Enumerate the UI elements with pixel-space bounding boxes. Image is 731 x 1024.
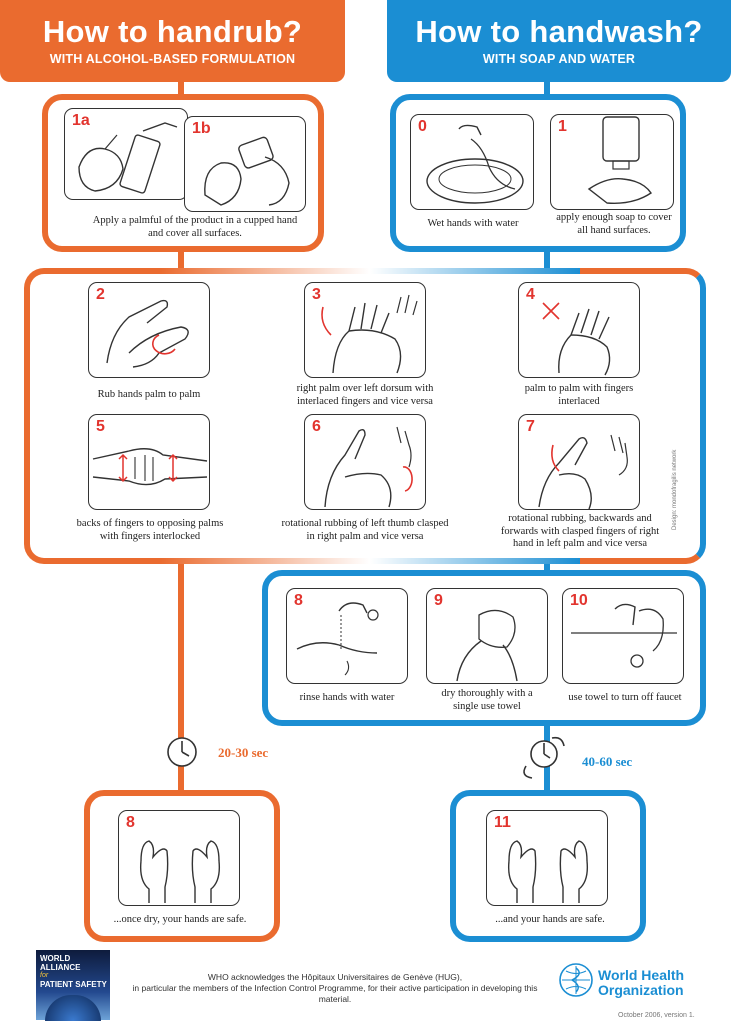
step-number: 2: [96, 286, 105, 303]
handrub-connector-top: [178, 82, 184, 96]
step-number: 7: [526, 418, 535, 435]
step-number: 1b: [192, 120, 211, 137]
hand-icon: [92, 448, 208, 486]
hand-icon: [106, 299, 189, 368]
step-9-card: 9: [426, 588, 548, 684]
handrub-subtitle: WITH ALCOHOL-BASED FORMULATION: [49, 52, 296, 66]
faucet-icon: [426, 124, 524, 204]
shared-frame-gradient-top: [160, 268, 580, 274]
hand-icon: [139, 840, 221, 903]
step-10-caption: use towel to turn off faucet: [568, 692, 682, 703]
step-11-caption: ...and your hands are safe.: [495, 914, 605, 925]
hand-icon: [542, 302, 611, 376]
hand-icon: [324, 426, 413, 508]
alliance-for: for: [40, 972, 49, 979]
step-number: 11: [494, 814, 511, 831]
step-1b-card: 1b: [184, 116, 306, 212]
who-emblem-icon: [559, 963, 593, 997]
ack-line-2: in particular the members of the Infecti…: [132, 983, 538, 1004]
step-number: 5: [96, 418, 105, 435]
step-8-dry-card: 8: [118, 810, 240, 906]
handwash-connector-mid: [544, 250, 550, 272]
step-8-rinse-caption: rinse hands with water: [299, 692, 395, 703]
step-1-caption: apply enough soap to cover all hand surf…: [556, 212, 672, 236]
hand-icon: [456, 609, 518, 682]
who-name: World Health Organization: [598, 968, 684, 998]
version-note: October 2006, version 1.: [618, 1012, 695, 1019]
patient-safety-logo: WORLD ALLIANCE for PATIENT SAFETY: [36, 950, 110, 1021]
handrub-connector-mid: [178, 250, 184, 272]
rotation-arrow-icon: [551, 444, 560, 472]
handrub-duration: 20-30 sec: [218, 745, 269, 760]
step-number: 1a: [72, 112, 90, 129]
step-number: 3: [312, 286, 321, 303]
step-number: 9: [434, 592, 443, 609]
alliance-line1: WORLD ALLIANCE: [40, 954, 81, 972]
hand-icon: [78, 122, 178, 194]
cross-arrow-icon: [542, 302, 560, 320]
step-5-card: 5: [88, 414, 210, 510]
step-4-card: 4: [518, 282, 640, 378]
step-8-rinse-card: 8: [286, 588, 408, 684]
handrub-connector-long: [178, 560, 184, 794]
step-4-caption: palm to palm with fingers interlaced: [524, 383, 634, 407]
faucet-icon: [296, 602, 379, 676]
alliance-line2: PATIENT SAFETY: [40, 980, 107, 989]
hand-icon: [321, 294, 418, 374]
handwash-duration: 40-60 sec: [582, 754, 633, 769]
step-number: 8: [294, 592, 303, 609]
handwash-connector-a: [544, 560, 550, 574]
rotation-arrow-icon: [402, 466, 413, 492]
rotation-arrow-icon: [152, 334, 176, 355]
who-line-1: World Health: [598, 967, 685, 983]
step-11-card: 11: [486, 810, 608, 906]
step-2-caption: Rub hands palm to palm: [97, 389, 201, 400]
shared-frame-gradient-bottom: [160, 558, 580, 564]
handrub-title: How to handrub?: [42, 14, 303, 49]
who-line-2: Organization: [598, 982, 684, 998]
hand-icon: [507, 840, 589, 903]
acknowledgement: WHO acknowledges the Hôpitaux Universita…: [120, 972, 550, 1005]
step-1ab-caption: Apply a palmful of the product in a cupp…: [92, 215, 298, 239]
step-6-card: 6: [304, 414, 426, 510]
step-6-caption: rotational rubbing of left thumb clasped…: [281, 518, 449, 542]
step-number: 10: [570, 592, 588, 609]
step-1a-card: 1a: [64, 108, 188, 200]
step-7-card: 7: [518, 414, 640, 510]
earth-image: [45, 995, 101, 1021]
step-9-caption: dry thoroughly with a single use towel: [441, 688, 533, 712]
updown-arrow-icon: [118, 453, 128, 483]
handwash-title: How to handwash?: [415, 14, 703, 49]
handrub-header: How to handrub? WITH ALCOHOL-BASED FORMU…: [0, 0, 345, 82]
step-3-card: 3: [304, 282, 426, 378]
handwash-subtitle: WITH SOAP AND WATER: [482, 52, 636, 66]
rotation-arrow-icon: [321, 306, 332, 336]
step-8-dry-caption: ...once dry, your hands are safe.: [113, 914, 247, 925]
step-number: 6: [312, 418, 321, 435]
step-7-caption: rotational rubbing, backwards and forwar…: [500, 513, 660, 549]
ack-line-1: WHO acknowledges the Hôpitaux Universita…: [207, 972, 463, 982]
step-number: 4: [526, 286, 535, 303]
step-0-card: 0: [410, 114, 534, 210]
handwash-header: How to handwash? WITH SOAP AND WATER: [387, 0, 731, 82]
step-0-caption: Wet hands with water: [427, 218, 519, 229]
hand-icon: [538, 434, 628, 510]
clock-icon: [523, 736, 565, 779]
step-3-caption: right palm over left dorsum with interla…: [296, 383, 434, 407]
faucet-icon: [571, 603, 677, 668]
step-number: 0: [418, 118, 427, 135]
step-2-card: 2: [88, 282, 210, 378]
step-5-caption: backs of fingers to opposing palms with …: [76, 518, 224, 542]
step-number: 8: [126, 814, 135, 831]
hand-icon: [204, 136, 290, 206]
step-number: 1: [558, 118, 567, 135]
step-1-card: 1: [550, 114, 674, 210]
handwash-connector-top: [544, 82, 550, 96]
step-10-card: 10: [562, 588, 684, 684]
design-credit: Design: mondofragilis network: [672, 449, 678, 530]
soap-dispenser-icon: [587, 116, 652, 204]
clock-icon: [167, 737, 197, 767]
